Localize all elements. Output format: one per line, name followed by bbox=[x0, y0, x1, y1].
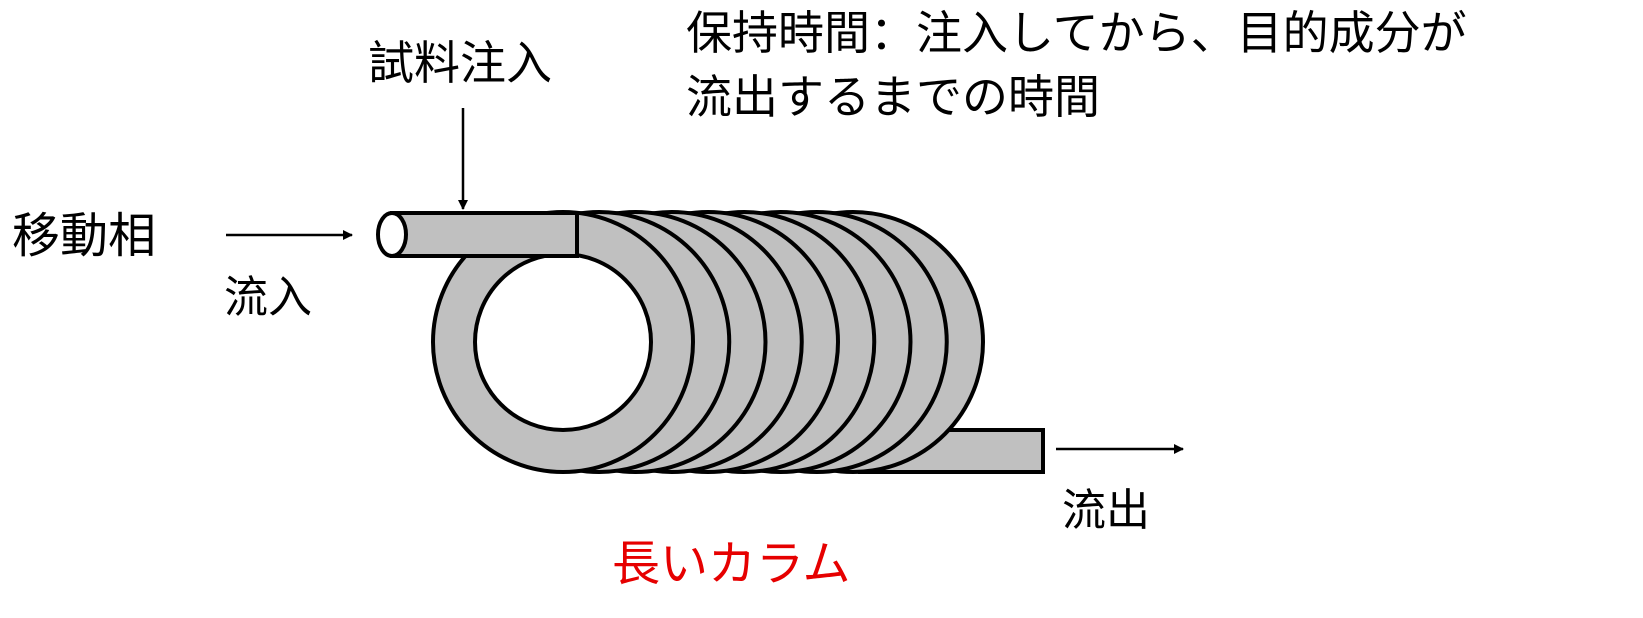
coil-inner-hole bbox=[473, 252, 653, 432]
inflow-label: 流入 bbox=[224, 272, 312, 323]
inlet-tube bbox=[390, 211, 579, 258]
outflow-label: 流出 bbox=[1062, 485, 1150, 536]
sample-injection-label: 試料注入 bbox=[368, 36, 552, 90]
retention-time-definition-line2: 流出するまでの時間 bbox=[686, 70, 1100, 124]
mobile-phase-label: 移動相 bbox=[12, 208, 157, 264]
coil bbox=[431, 210, 985, 474]
inlet-opening bbox=[376, 211, 408, 258]
long-column-label: 長いカラム bbox=[612, 536, 851, 592]
retention-time-definition-line1: 保持時間：注入してから、目的成分が bbox=[686, 6, 1467, 60]
